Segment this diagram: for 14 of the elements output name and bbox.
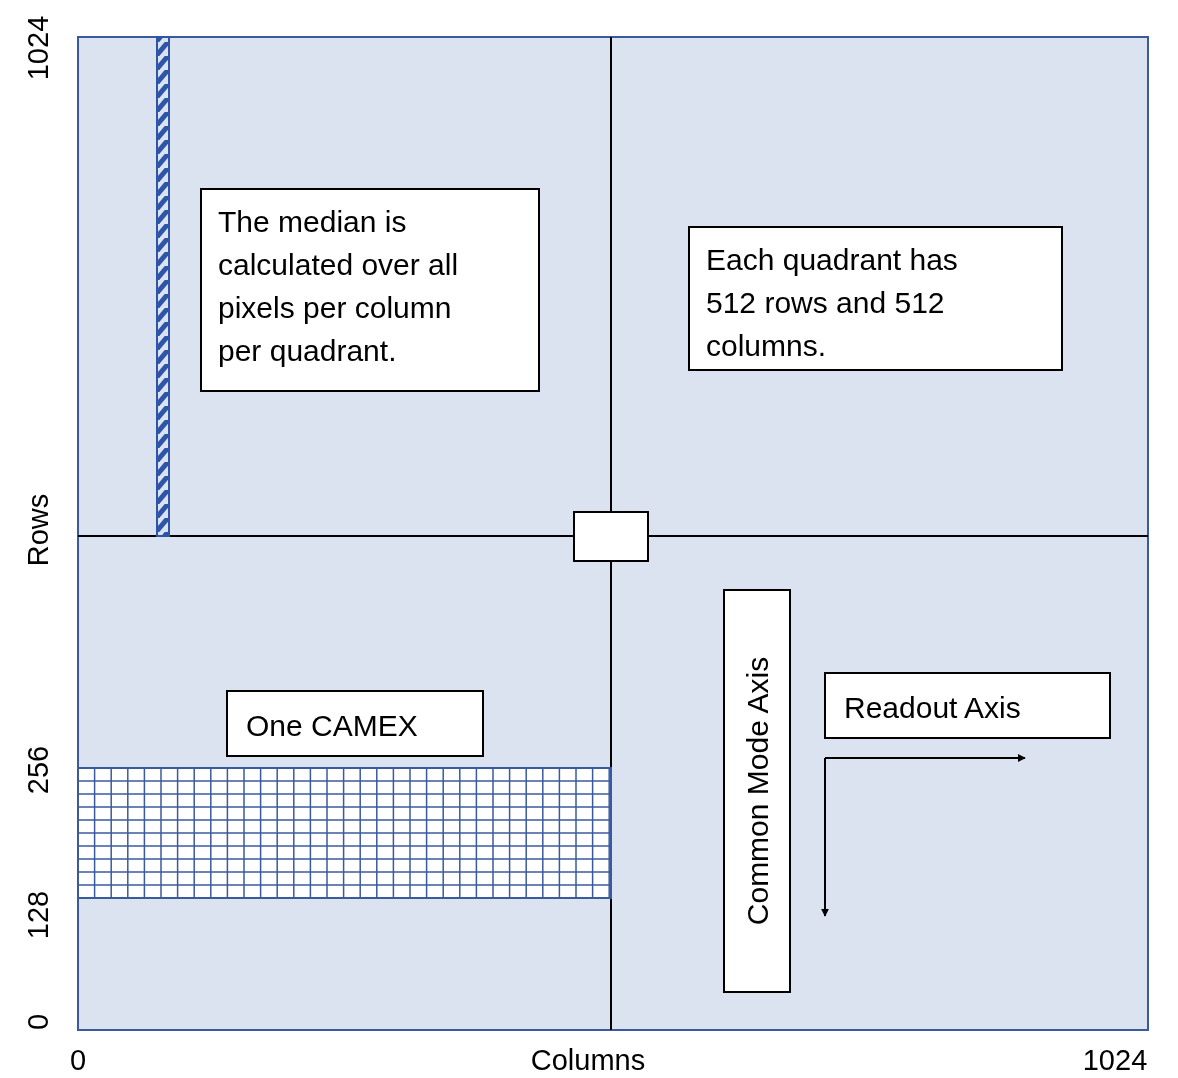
axis-tick-label: 0	[69, 1043, 87, 1077]
axis-tick-label: 0	[21, 1013, 55, 1031]
label-box: Readout Axis	[824, 672, 1111, 739]
axis-tick-label: 1024	[21, 15, 55, 81]
note-box: The median is calculated over all pixels per column per quadrant.	[200, 188, 540, 392]
axis-tick-label: 1024	[1082, 1043, 1148, 1077]
label-box: One CAMEX	[226, 690, 484, 757]
empty-box	[573, 511, 649, 562]
axis-title: Columns	[530, 1043, 646, 1077]
axis-tick-label: 256	[21, 745, 55, 795]
axis-tick-label: 128	[21, 890, 55, 940]
note-box: Each quadrant has 512 rows and 512 columns.	[688, 226, 1063, 371]
axis-title: Rows	[21, 493, 55, 567]
label-box: Common Mode Axis	[723, 589, 791, 993]
